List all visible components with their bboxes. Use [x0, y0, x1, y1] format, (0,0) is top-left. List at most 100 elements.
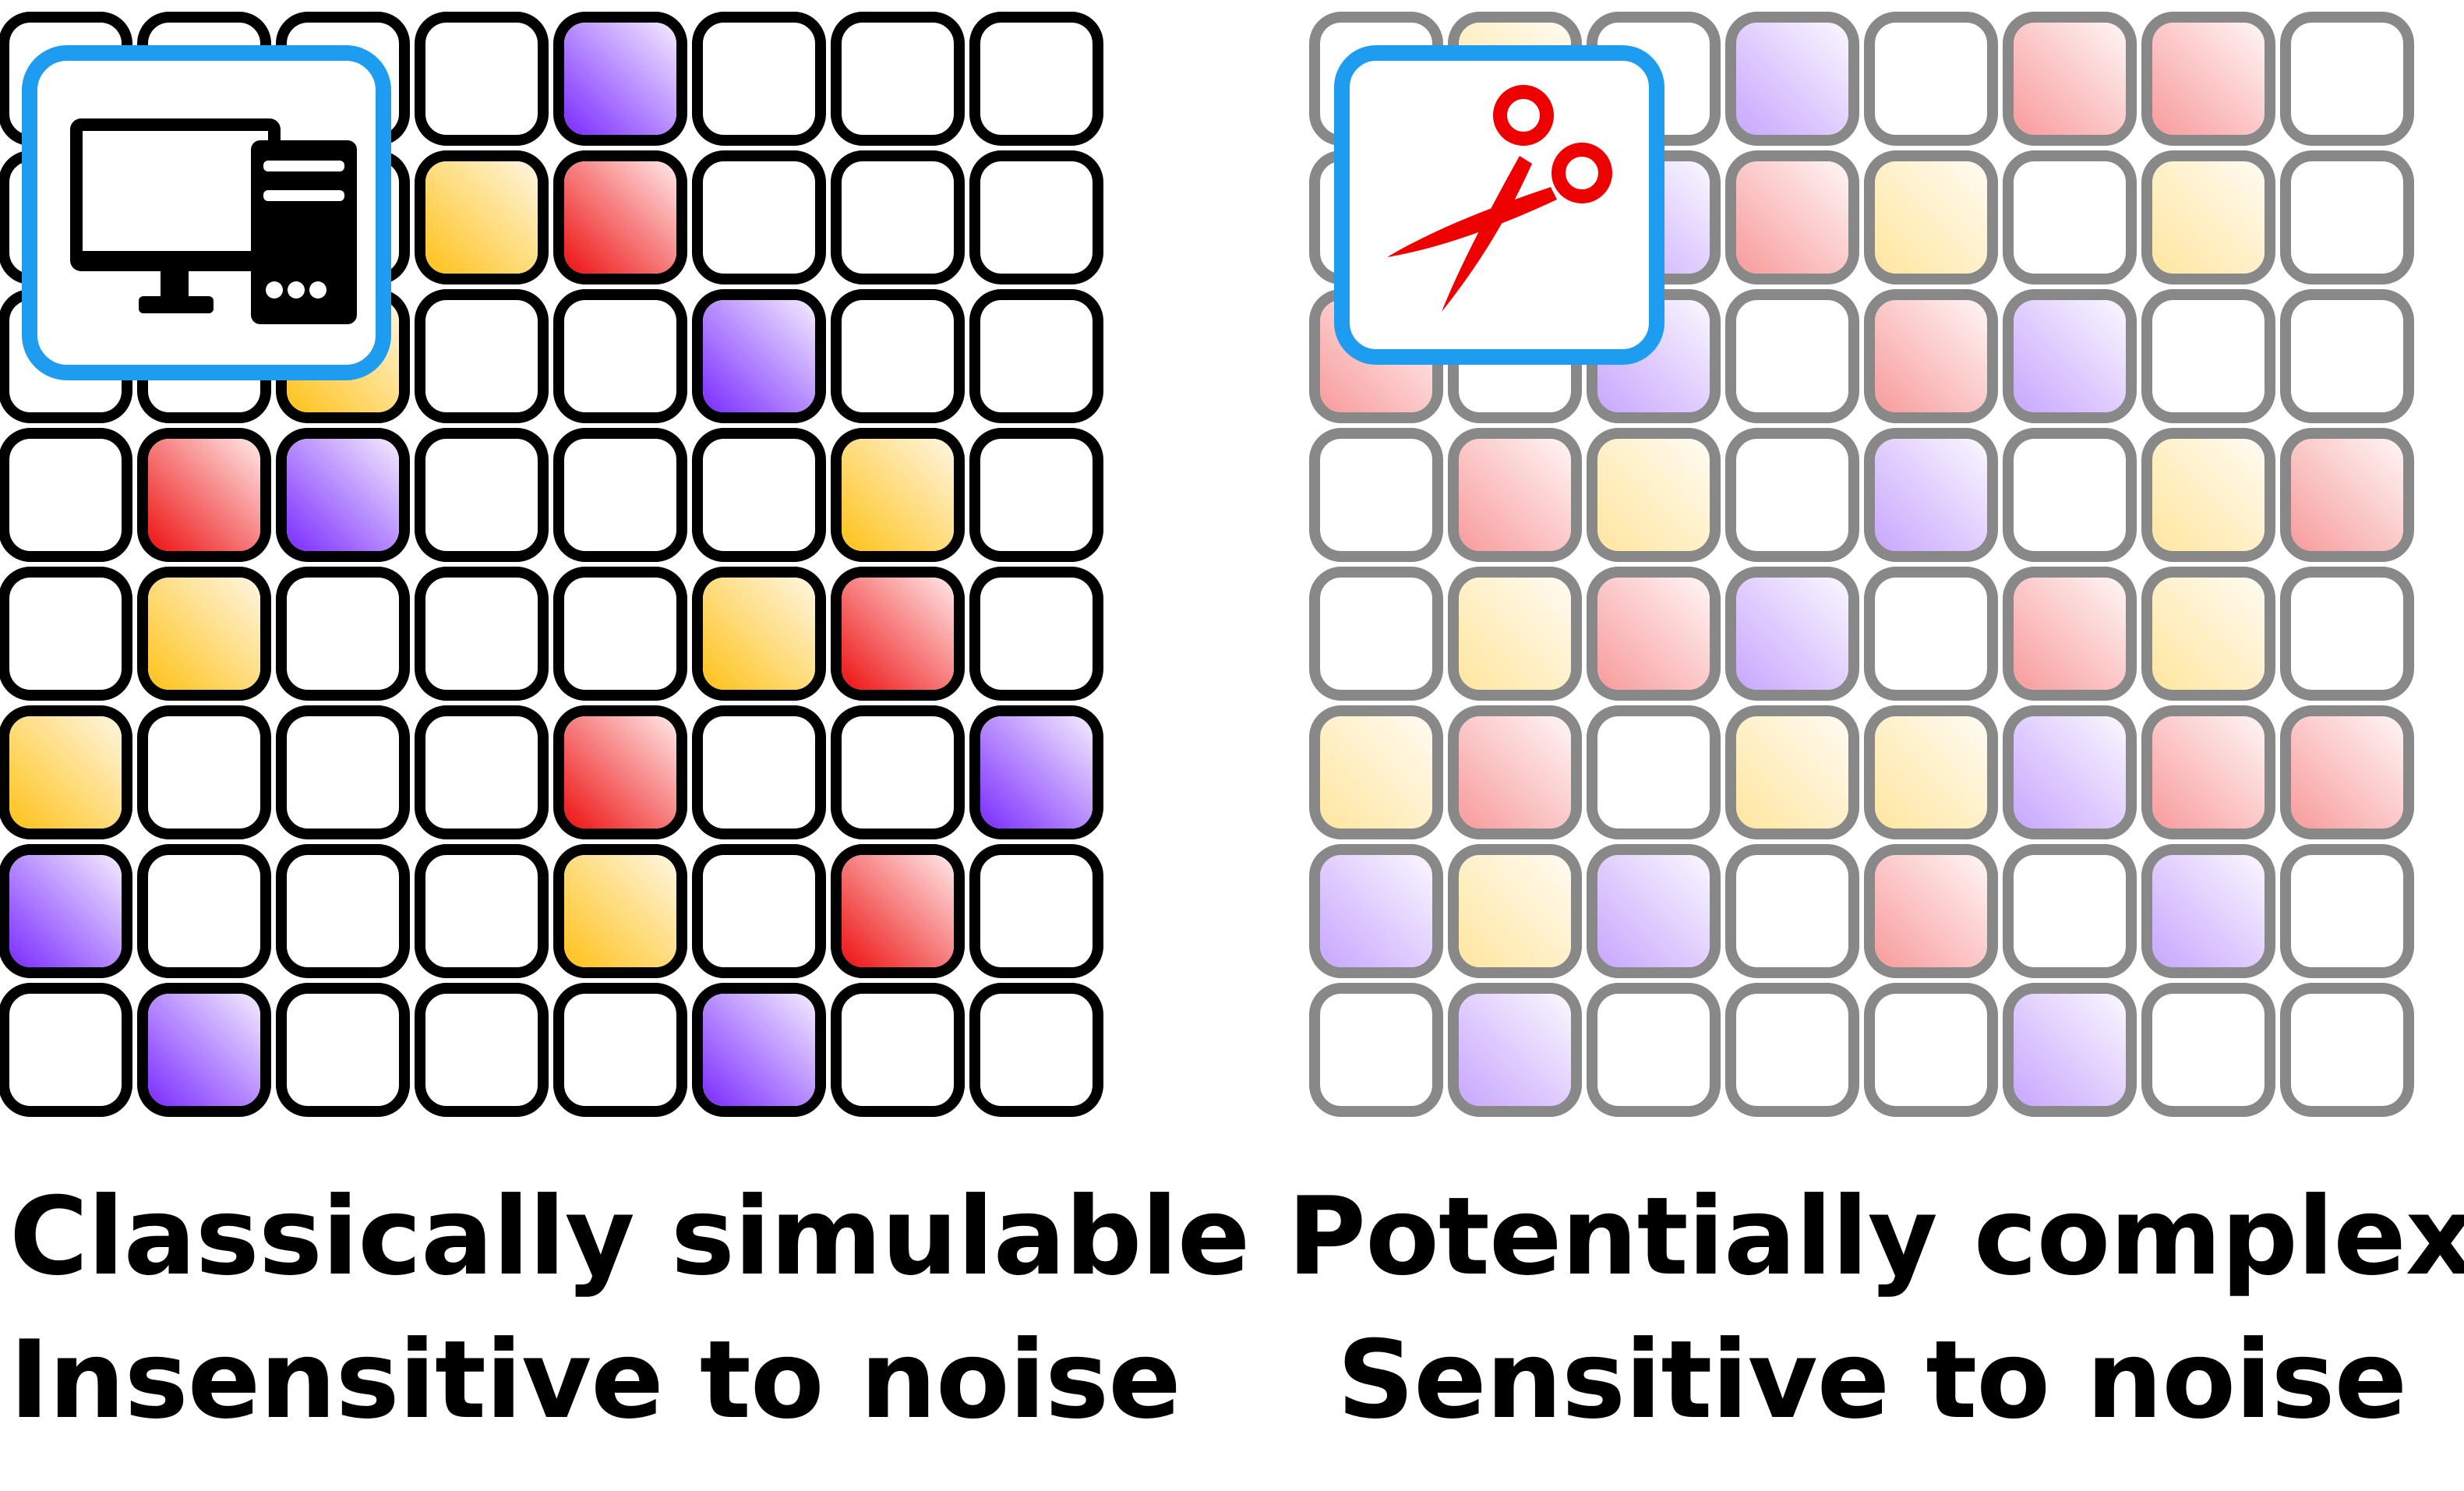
grid-cell-empty — [276, 567, 410, 701]
grid-cell-empty — [1309, 428, 1443, 562]
grid-joint — [1576, 833, 1593, 850]
grid-cell-empty — [692, 705, 826, 839]
grid-joint — [1714, 140, 1732, 157]
grid-cell-red — [1448, 428, 1582, 562]
grid-cell-empty — [0, 428, 132, 562]
grid-joint — [2269, 833, 2286, 850]
grid-joint — [1992, 556, 2009, 573]
grid-cell-empty — [415, 289, 549, 423]
grid-joint — [265, 833, 282, 850]
grid-joint — [1714, 278, 1732, 295]
classical-caption-line-1: Classically simulable — [9, 1174, 1250, 1299]
grid-joint — [1714, 833, 1732, 850]
grid-cell-red — [831, 567, 965, 701]
noisy-panel — [1309, 12, 2414, 1117]
scissors-icon — [1387, 85, 1612, 312]
grid-joint — [820, 972, 837, 989]
grid-cell-yellow — [1448, 844, 1582, 978]
grid-joint — [681, 278, 698, 295]
grid-joint — [1714, 694, 1732, 712]
grid-joint — [820, 278, 837, 295]
grid-joint — [2269, 972, 2286, 989]
grid-cell-empty — [553, 567, 687, 701]
grid-joint — [126, 694, 143, 712]
grid-cell-yellow — [2141, 150, 2275, 284]
grid-joint — [542, 556, 560, 573]
grid-cell-purple — [2003, 705, 2137, 839]
grid-joint — [1853, 694, 1870, 712]
grid-joint — [2130, 417, 2148, 434]
grid-joint — [404, 556, 421, 573]
grid-joint — [1853, 833, 1870, 850]
grid-cell-empty — [2003, 844, 2137, 978]
grid-cell-purple — [1309, 844, 1443, 978]
grid-joint — [958, 694, 976, 712]
grid-joint — [404, 972, 421, 989]
grid-cell-purple — [1725, 12, 1859, 146]
grid-cell-red — [553, 150, 687, 284]
grid-joint — [1576, 972, 1593, 989]
grid-cell-empty — [692, 12, 826, 146]
grid-cell-empty — [2141, 983, 2275, 1117]
grid-cell-purple — [692, 289, 826, 423]
grid-cell-empty — [1587, 983, 1721, 1117]
grid-cell-red — [2003, 12, 2137, 146]
grid-joint — [265, 417, 282, 434]
grid-joint — [2269, 140, 2286, 157]
grid-cell-purple — [1864, 428, 1998, 562]
grid-cell-red — [831, 844, 965, 978]
grid-cell-purple — [969, 705, 1103, 839]
grid-joint — [404, 833, 421, 850]
grid-cell-empty — [969, 844, 1103, 978]
grid-cell-empty — [1864, 12, 1998, 146]
grid-joint — [1853, 140, 1870, 157]
grid-cell-empty — [2280, 12, 2414, 146]
grid-cell-empty — [969, 12, 1103, 146]
grid-cell-yellow — [1309, 705, 1443, 839]
grid-cell-purple — [1448, 983, 1582, 1117]
grid-cell-empty — [969, 428, 1103, 562]
grid-joint — [404, 278, 421, 295]
noisy-caption-line-1: Potentially complex — [1287, 1174, 2464, 1299]
grid-cell-red — [1448, 705, 1582, 839]
grid-joint — [2130, 278, 2148, 295]
grid-cell-empty — [415, 12, 549, 146]
grid-joint — [1576, 417, 1593, 434]
grid-joint — [958, 417, 976, 434]
grid-cell-red — [1587, 567, 1721, 701]
grid-cell-empty — [137, 705, 271, 839]
grid-cell-purple — [2003, 983, 2137, 1117]
grid-cell-red — [2280, 705, 2414, 839]
grid-cell-purple — [276, 428, 410, 562]
grid-joint — [1576, 694, 1593, 712]
noisy-caption-line-2: Sensitive to noise — [1336, 1317, 2407, 1443]
grid-cell-empty — [0, 983, 132, 1117]
grid-cell-yellow — [0, 705, 132, 839]
grid-joint — [820, 694, 837, 712]
grid-joint — [820, 556, 837, 573]
grid-joint — [542, 972, 560, 989]
grid-joint — [265, 694, 282, 712]
grid-joint — [1992, 140, 2009, 157]
grid-joint — [1714, 417, 1732, 434]
grid-cell-yellow — [831, 428, 965, 562]
grid-joint — [1853, 972, 1870, 989]
grid-joint — [1437, 972, 1454, 989]
grid-joint — [2130, 833, 2148, 850]
grid-cell-empty — [2141, 289, 2275, 423]
grid-cell-empty — [553, 428, 687, 562]
computer-icon — [70, 118, 357, 324]
grid-cell-red — [2003, 567, 2137, 701]
grid-joint — [1437, 694, 1454, 712]
grid-cell-empty — [1309, 567, 1443, 701]
grid-cell-empty — [2280, 983, 2414, 1117]
grid-cell-empty — [692, 150, 826, 284]
grid-cell-yellow — [137, 567, 271, 701]
classical-caption-line-2: Insensitive to noise — [9, 1317, 1181, 1443]
grid-joint — [2130, 972, 2148, 989]
grid-joint — [1992, 417, 2009, 434]
grid-joint — [542, 417, 560, 434]
grid-joint — [1853, 556, 1870, 573]
grid-cell-red — [2141, 12, 2275, 146]
